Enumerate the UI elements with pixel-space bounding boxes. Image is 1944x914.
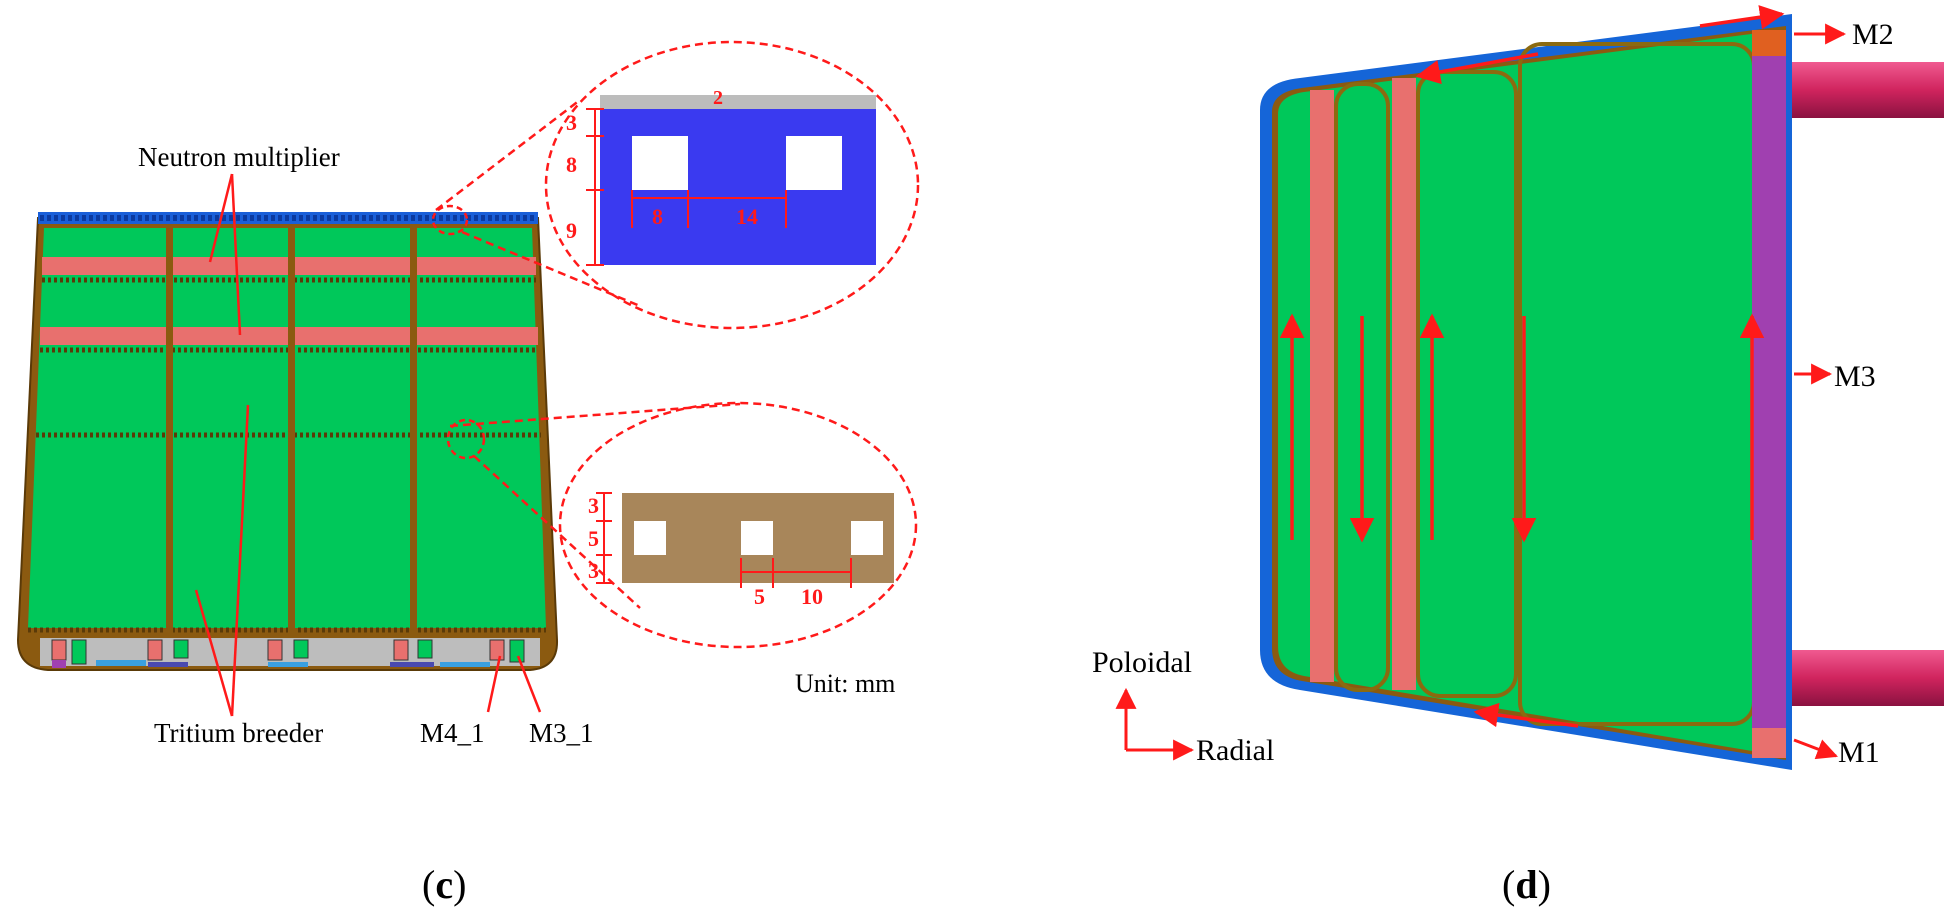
zoom-top-channel-1	[632, 136, 688, 190]
zoom-top-armor	[600, 95, 876, 109]
caption-d: (d)	[1502, 862, 1551, 907]
dim-top-3: 3	[566, 110, 577, 135]
m2-label: M2	[1852, 18, 1894, 51]
dim-bottom-10: 10	[801, 584, 823, 609]
dim-top-2: 2	[713, 87, 723, 109]
m1-label: M1	[1838, 736, 1880, 769]
dim-bottom-3b: 3	[588, 558, 599, 583]
zoom-circle-bottom	[558, 401, 918, 649]
breeder-pointer-2	[230, 404, 250, 717]
m3-1-label: M3_1	[529, 718, 594, 748]
tritium-breeder-label: Tritium breeder	[154, 718, 323, 748]
zoom-connector-top-1	[435, 99, 581, 211]
channel-outline-1	[1334, 82, 1390, 692]
dim-top-8h: 8	[652, 204, 663, 229]
manifold-ports	[51, 639, 525, 668]
manifold-top-cap	[1752, 30, 1786, 56]
multiplier-pointer-1	[208, 173, 234, 263]
panel-c: Neutron multiplier Tritium breeder M4_1 …	[16, 40, 920, 907]
m3-label: M3	[1834, 360, 1876, 393]
poloidal-label: Poloidal	[1092, 646, 1192, 679]
m4-1-pointer	[486, 655, 502, 713]
zoom-bottom-dimensions	[596, 492, 852, 588]
m3-1-pointer	[516, 655, 542, 713]
multiplier-column-1	[1310, 90, 1334, 682]
zoom-bottom-channel-3	[851, 521, 883, 555]
breeder-pointer-1	[194, 589, 234, 717]
zoom-connector-bottom-1	[449, 402, 741, 428]
zoom-connector-bottom-2	[473, 455, 641, 609]
flow-arrows	[1279, 5, 1785, 728]
zoom-marker-top	[431, 204, 469, 236]
dim-top-8v: 8	[566, 152, 577, 177]
rib-2	[288, 224, 295, 664]
rib-1	[166, 224, 173, 664]
radial-label: Radial	[1196, 734, 1274, 767]
dim-top-9: 9	[566, 218, 577, 243]
breeder-region-main	[1278, 30, 1782, 756]
zoom-bottom-channel-2	[741, 521, 773, 555]
manifold-purple	[1752, 56, 1786, 728]
pipe-top	[1790, 62, 1944, 118]
zoom-top-dimensions	[586, 108, 787, 266]
zoom-connector-top-2	[461, 230, 641, 308]
dim-top-14: 14	[736, 204, 758, 229]
m1-arrow	[1793, 738, 1838, 760]
panel-d: M2 M3 M1 Poloidal Radial (d)	[1092, 5, 1944, 907]
multiplier-pointer-2	[230, 173, 242, 336]
zoom-bottom-channel-1	[634, 521, 666, 555]
neutron-multiplier-label: Neutron multiplier	[138, 142, 340, 172]
zoom-top-channel-2	[786, 136, 842, 190]
rib-3	[410, 224, 417, 664]
dim-bottom-3a: 3	[588, 493, 599, 518]
channel-outline-2	[1416, 70, 1518, 698]
m4-1-label: M4_1	[420, 718, 485, 748]
zoom-marker-bottom	[446, 418, 486, 460]
unit-label: Unit: mm	[795, 669, 895, 698]
pipe-bottom	[1790, 650, 1944, 706]
breeder-zone	[28, 228, 546, 628]
caption-c: (c)	[422, 862, 466, 907]
zoom-circle-top	[544, 40, 920, 330]
dim-bottom-5h: 5	[754, 584, 765, 609]
manifold-bottom-cap	[1752, 728, 1786, 758]
multiplier-column-2	[1392, 78, 1416, 690]
dim-bottom-5v: 5	[588, 526, 599, 551]
